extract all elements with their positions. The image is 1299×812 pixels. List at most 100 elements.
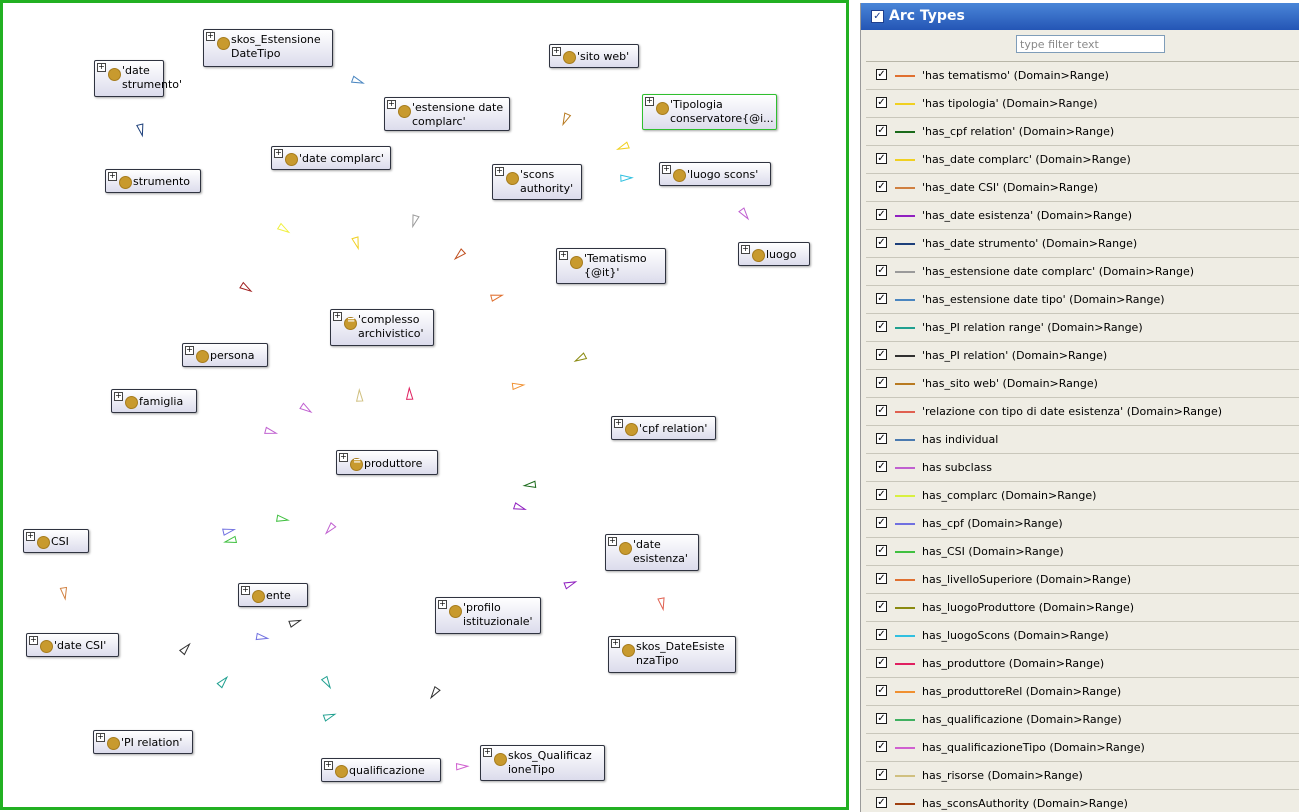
arc-type-row[interactable]: ✓has_livelloSuperiore (Domain>Range) bbox=[866, 566, 1299, 594]
arc-type-checkbox[interactable]: ✓ bbox=[876, 657, 887, 668]
arc-type-checkbox[interactable]: ✓ bbox=[876, 573, 887, 584]
arc-type-row[interactable]: ✓has_sconsAuthority (Domain>Range) bbox=[866, 790, 1299, 810]
graph-canvas[interactable]: +skos_Estensione DateTipo +'date strument… bbox=[0, 0, 849, 810]
arc-type-checkbox[interactable]: ✓ bbox=[876, 237, 887, 248]
node-estensione-date[interactable]: +'estensione date complarc' bbox=[384, 97, 510, 131]
expand-icon[interactable]: + bbox=[206, 31, 215, 41]
expand-icon[interactable]: + bbox=[114, 391, 123, 401]
arc-type-row[interactable]: ✓'has_date complarc' (Domain>Range) bbox=[866, 146, 1299, 174]
arc-type-row[interactable]: ✓has_cpf (Domain>Range) bbox=[866, 510, 1299, 538]
node-luogo-scons[interactable]: +'luogo scons' bbox=[659, 162, 771, 186]
arc-type-checkbox[interactable]: ✓ bbox=[876, 545, 887, 556]
node-strumento[interactable]: +strumento bbox=[105, 169, 201, 193]
arc-type-row[interactable]: ✓'has_date esistenza' (Domain>Range) bbox=[866, 202, 1299, 230]
arc-type-checkbox[interactable]: ✓ bbox=[876, 517, 887, 528]
node-complesso[interactable]: +'complesso archivistico' bbox=[330, 309, 434, 346]
node-scons-authority[interactable]: +'scons authority' bbox=[492, 164, 582, 200]
expand-icon[interactable]: + bbox=[483, 747, 492, 757]
node-csi[interactable]: +CSI bbox=[23, 529, 89, 553]
node-pi-relation[interactable]: +'PI relation' bbox=[93, 730, 193, 754]
expand-icon[interactable]: + bbox=[185, 345, 194, 355]
arc-type-checkbox[interactable]: ✓ bbox=[876, 153, 887, 164]
expand-icon[interactable]: + bbox=[108, 171, 117, 181]
arc-type-checkbox[interactable]: ✓ bbox=[876, 489, 887, 500]
arc-type-checkbox[interactable]: ✓ bbox=[876, 181, 887, 192]
arc-type-checkbox[interactable]: ✓ bbox=[876, 125, 887, 136]
arc-type-row[interactable]: ✓'has tipologia' (Domain>Range) bbox=[866, 90, 1299, 118]
node-famiglia[interactable]: +famiglia bbox=[111, 389, 197, 413]
arc-type-checkbox[interactable]: ✓ bbox=[876, 461, 887, 472]
arc-type-row[interactable]: ✓'has_sito web' (Domain>Range) bbox=[866, 370, 1299, 398]
arc-type-checkbox[interactable]: ✓ bbox=[876, 685, 887, 696]
expand-icon[interactable]: + bbox=[552, 46, 561, 56]
arc-type-checkbox[interactable]: ✓ bbox=[876, 209, 887, 220]
node-date-csi[interactable]: +'date CSI' bbox=[26, 633, 119, 657]
node-luogo[interactable]: +luogo bbox=[738, 242, 810, 266]
arc-types-list[interactable]: ✓'has tematismo' (Domain>Range)✓'has tip… bbox=[866, 61, 1299, 810]
expand-icon[interactable]: + bbox=[741, 244, 750, 254]
arc-type-row[interactable]: ✓'has_date CSI' (Domain>Range) bbox=[866, 174, 1299, 202]
expand-icon[interactable]: + bbox=[274, 148, 283, 158]
expand-icon[interactable]: + bbox=[26, 531, 35, 541]
expand-icon[interactable]: + bbox=[333, 311, 342, 321]
expand-icon[interactable]: + bbox=[324, 760, 333, 770]
arc-type-checkbox[interactable]: ✓ bbox=[876, 321, 887, 332]
arc-type-checkbox[interactable]: ✓ bbox=[876, 713, 887, 724]
node-skos-estensione[interactable]: +skos_Estensione DateTipo bbox=[203, 29, 333, 67]
expand-icon[interactable]: + bbox=[559, 250, 568, 260]
arc-type-checkbox[interactable]: ✓ bbox=[876, 69, 887, 80]
node-tematismo[interactable]: +'Tematismo {@it}' bbox=[556, 248, 666, 284]
node-date-complarc[interactable]: +'date complarc' bbox=[271, 146, 391, 170]
arc-type-row[interactable]: ✓'has tematismo' (Domain>Range) bbox=[866, 62, 1299, 90]
arc-type-row[interactable]: ✓has subclass bbox=[866, 454, 1299, 482]
arc-type-checkbox[interactable]: ✓ bbox=[876, 405, 887, 416]
arc-type-checkbox[interactable]: ✓ bbox=[876, 265, 887, 276]
arc-type-row[interactable]: ✓has_produttoreRel (Domain>Range) bbox=[866, 678, 1299, 706]
node-skos-qualificaz[interactable]: +skos_Qualificaz ioneTipo bbox=[480, 745, 605, 781]
expand-icon[interactable]: + bbox=[611, 638, 620, 648]
node-cpf-relation[interactable]: +'cpf relation' bbox=[611, 416, 716, 440]
panel-separator[interactable] bbox=[849, 0, 859, 812]
node-ente[interactable]: +ente bbox=[238, 583, 308, 607]
arc-type-row[interactable]: ✓'has_PI relation range' (Domain>Range) bbox=[866, 314, 1299, 342]
arc-type-row[interactable]: ✓'has_date strumento' (Domain>Range) bbox=[866, 230, 1299, 258]
arc-type-checkbox[interactable]: ✓ bbox=[876, 293, 887, 304]
arc-type-checkbox[interactable]: ✓ bbox=[876, 769, 887, 780]
node-tipologia[interactable]: +'Tipologia conservatore{@i... bbox=[642, 94, 777, 130]
arc-type-checkbox[interactable]: ✓ bbox=[876, 601, 887, 612]
expand-icon[interactable]: + bbox=[608, 536, 617, 546]
arc-type-row[interactable]: ✓has_qualificazioneTipo (Domain>Range) bbox=[866, 734, 1299, 762]
node-profilo[interactable]: +'profilo istituzionale' bbox=[435, 597, 541, 634]
expand-icon[interactable]: + bbox=[438, 599, 447, 609]
node-persona[interactable]: +persona bbox=[182, 343, 268, 367]
node-skos-dateesiste[interactable]: +skos_DateEsiste nzaTipo bbox=[608, 636, 736, 673]
expand-icon[interactable]: + bbox=[645, 96, 654, 106]
node-date-strumento[interactable]: +'date strumento' bbox=[94, 60, 182, 97]
expand-icon[interactable]: + bbox=[662, 164, 671, 174]
node-produttore[interactable]: +produttore bbox=[336, 450, 438, 475]
node-date-esistenza[interactable]: +'date esistenza' bbox=[605, 534, 699, 571]
arc-type-checkbox[interactable]: ✓ bbox=[876, 629, 887, 640]
arc-type-checkbox[interactable]: ✓ bbox=[876, 377, 887, 388]
expand-icon[interactable]: + bbox=[387, 99, 396, 109]
arc-type-row[interactable]: ✓'has_PI relation' (Domain>Range) bbox=[866, 342, 1299, 370]
arc-type-checkbox[interactable]: ✓ bbox=[876, 741, 887, 752]
expand-icon[interactable]: + bbox=[96, 732, 105, 742]
arc-type-checkbox[interactable]: ✓ bbox=[876, 349, 887, 360]
arc-type-row[interactable]: ✓has_luogoScons (Domain>Range) bbox=[866, 622, 1299, 650]
arc-type-row[interactable]: ✓has individual bbox=[866, 426, 1299, 454]
arc-type-checkbox[interactable]: ✓ bbox=[876, 433, 887, 444]
arc-type-row[interactable]: ✓has_risorse (Domain>Range) bbox=[866, 762, 1299, 790]
arc-type-row[interactable]: ✓has_CSI (Domain>Range) bbox=[866, 538, 1299, 566]
arc-type-checkbox[interactable]: ✓ bbox=[876, 97, 887, 108]
expand-icon[interactable]: + bbox=[495, 166, 504, 176]
arc-type-row[interactable]: ✓'relazione con tipo di date esistenza' … bbox=[866, 398, 1299, 426]
expand-icon[interactable]: + bbox=[241, 585, 250, 595]
expand-icon[interactable]: + bbox=[29, 635, 38, 645]
expand-icon[interactable]: + bbox=[97, 62, 106, 72]
expand-icon[interactable]: + bbox=[339, 452, 348, 462]
expand-icon[interactable]: + bbox=[614, 418, 623, 428]
arc-type-row[interactable]: ✓'has_estensione date tipo' (Domain>Rang… bbox=[866, 286, 1299, 314]
arc-type-row[interactable]: ✓'has_cpf relation' (Domain>Range) bbox=[866, 118, 1299, 146]
arc-type-row[interactable]: ✓has_luogoProduttore (Domain>Range) bbox=[866, 594, 1299, 622]
